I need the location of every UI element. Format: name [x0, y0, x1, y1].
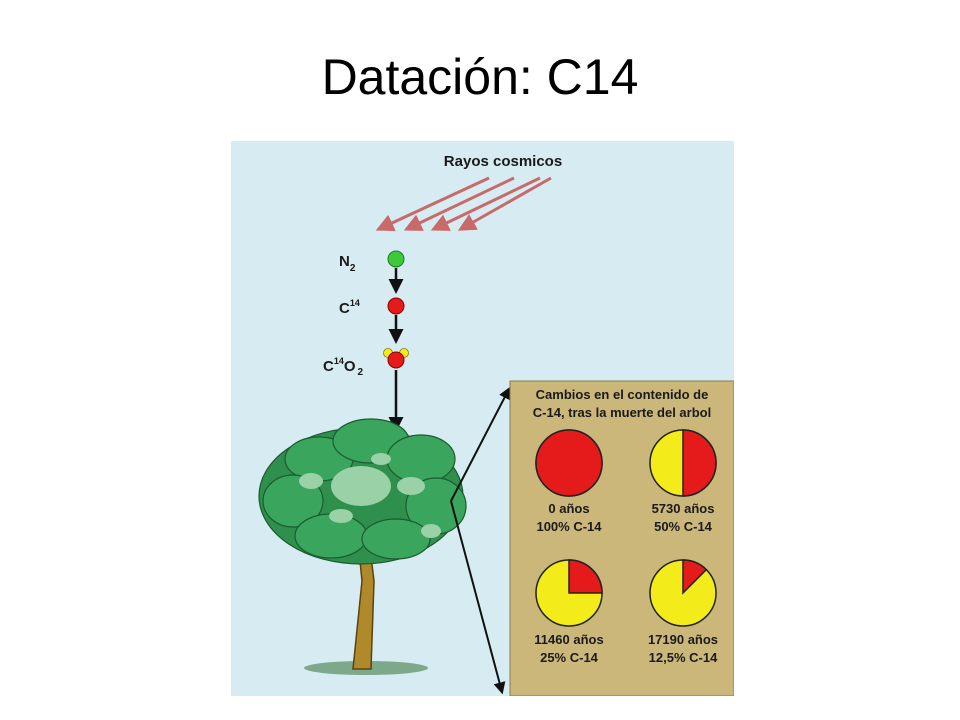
item-percent: 100% C-14	[536, 519, 602, 534]
co2-molecule	[383, 348, 409, 369]
cosmic-ray-arrow	[403, 176, 515, 231]
cosmic-ray-arrow	[375, 176, 490, 232]
n2-molecule	[387, 250, 405, 268]
panel-arrow-up	[450, 386, 511, 502]
pie-c14-slice	[535, 429, 603, 497]
item-years: 5730 años	[652, 501, 715, 516]
cosmic-ray-arrow	[430, 176, 541, 231]
item-years: 17190 años	[648, 632, 718, 647]
item-percent: 12,5% C-14	[649, 650, 718, 665]
item-percent: 50% C-14	[654, 519, 713, 534]
panel-arrow-down	[450, 500, 506, 695]
slide-title: Datación: C14	[321, 49, 639, 105]
decay-pies	[535, 429, 717, 627]
item-percent: 25% C-14	[540, 650, 599, 665]
item-years: 11460 años	[534, 632, 603, 647]
cosmic-rays-label: Rayos cosmicos	[444, 153, 562, 170]
cosmic-ray-arrow	[457, 176, 552, 231]
c14-decay-panel: Cambios en el contenido de C-14, tras la…	[509, 380, 734, 696]
pie-c14-slice	[568, 559, 603, 594]
tree-foliage	[258, 418, 467, 565]
pie-c14-slice	[682, 559, 708, 595]
c14-label: C14	[339, 298, 360, 317]
panel-title-line2: C-14, tras la muerte del arbol	[533, 405, 711, 420]
n2-label: N2	[339, 253, 356, 274]
cosmic-ray-arrows	[375, 176, 552, 232]
item-years: 0 años	[548, 501, 589, 516]
pie-c14-slice	[682, 429, 717, 497]
c14-atom	[387, 297, 405, 315]
panel-title-line1: Cambios en el contenido de	[536, 387, 709, 402]
